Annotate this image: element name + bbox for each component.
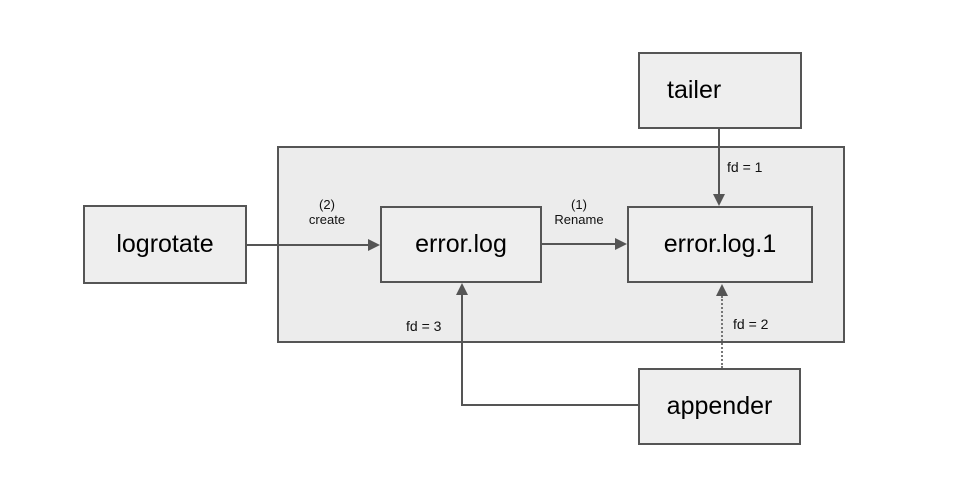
edge-appender-to-errorlog-vertical-line: [461, 294, 463, 406]
node-error-log-label: error.log: [415, 230, 507, 258]
edge-errorlog-to-errorlog1-line: [542, 243, 616, 245]
edge-label-create-step: (2): [319, 197, 335, 212]
node-appender: appender: [638, 368, 801, 445]
edge-label-fd1: fd = 1: [727, 159, 763, 175]
arrowhead-up-dotted-edge-icon: [716, 284, 728, 296]
arrowhead-right-icon: [615, 238, 627, 250]
node-error-log: error.log: [380, 206, 542, 283]
node-error-log-1: error.log.1: [627, 206, 813, 283]
node-error-log-1-label: error.log.1: [663, 230, 777, 258]
edge-label-rename: (1) Rename: [539, 197, 619, 227]
node-logrotate: logrotate: [83, 205, 247, 284]
edge-appender-to-errorlog1-dotted-line: [721, 296, 723, 368]
edge-appender-to-errorlog-horizontal-line: [461, 404, 638, 406]
node-appender-label: appender: [666, 392, 773, 420]
arrowhead-down-icon: [713, 194, 725, 206]
node-logrotate-label: logrotate: [116, 230, 214, 258]
edge-tailer-to-errorlog1-line: [718, 129, 720, 195]
arrowhead-up-icon: [456, 283, 468, 295]
node-tailer-label: tailer: [667, 76, 722, 104]
edge-label-create-action: create: [308, 212, 346, 227]
edge-logrotate-to-errorlog-line: [247, 244, 369, 246]
edge-label-fd3: fd = 3: [406, 318, 442, 334]
edge-label-create: (2) create: [287, 197, 367, 227]
node-tailer: tailer: [638, 52, 802, 129]
edge-label-rename-step: (1): [571, 197, 587, 212]
arrowhead-right-icon: [368, 239, 380, 251]
edge-label-rename-action: Rename: [554, 212, 604, 227]
edge-label-fd2: fd = 2: [733, 316, 769, 332]
